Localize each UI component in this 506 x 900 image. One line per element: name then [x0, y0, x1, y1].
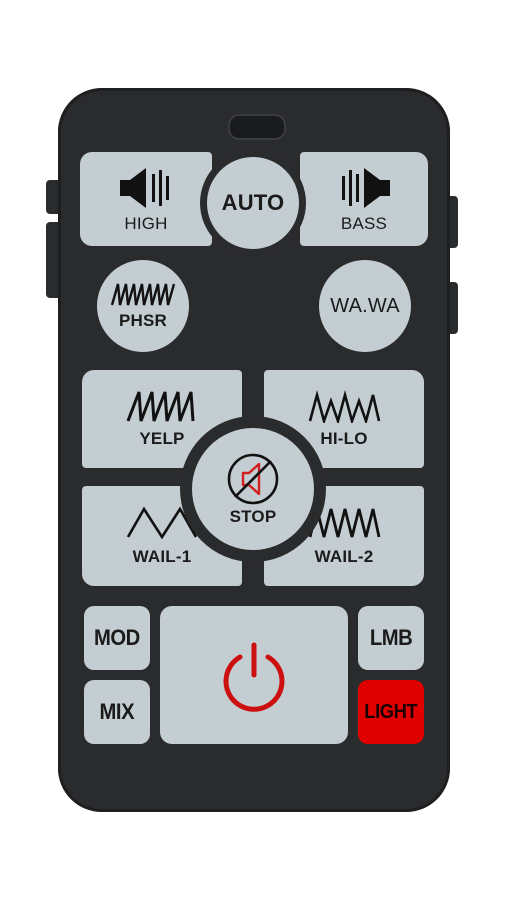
- stop-button[interactable]: STOP: [192, 428, 314, 550]
- lmb-label: LMB: [369, 625, 413, 650]
- high-button[interactable]: HIGH: [80, 152, 212, 246]
- yelp-wave-icon: [125, 389, 199, 423]
- speaker-bass-icon: [332, 164, 396, 212]
- wawa-label: WA.WA: [330, 294, 400, 317]
- wail2-label: WAIL-2: [314, 547, 374, 566]
- hilo-label: HI-LO: [320, 429, 368, 448]
- speaker-grille: [228, 114, 286, 140]
- light-button[interactable]: LIGHT: [358, 680, 424, 744]
- yelp-label: YELP: [139, 429, 185, 448]
- mod-button[interactable]: MOD: [84, 606, 150, 670]
- hilo-button[interactable]: HI-LO: [264, 370, 424, 468]
- mod-label: MOD: [94, 625, 140, 650]
- stop-label: STOP: [229, 507, 277, 526]
- power-icon: [214, 635, 294, 715]
- mix-button[interactable]: MIX: [84, 680, 150, 744]
- phaser-button[interactable]: PHSR: [97, 260, 189, 352]
- bass-button[interactable]: BASS: [300, 152, 428, 246]
- mute-speaker-icon: [221, 451, 285, 507]
- auto-button[interactable]: AUTO: [207, 157, 299, 249]
- auto-label: AUTO: [221, 190, 285, 215]
- wawa-button[interactable]: WA.WA: [319, 260, 411, 352]
- high-label: HIGH: [124, 214, 168, 233]
- light-label: LIGHT: [364, 700, 418, 723]
- wail2-wave-icon: [307, 505, 381, 539]
- phaser-wave-icon: [110, 281, 176, 307]
- hilo-wave-icon: [307, 389, 381, 423]
- lmb-button[interactable]: LMB: [358, 606, 424, 670]
- wail1-label: WAIL-1: [132, 547, 192, 566]
- bass-label: BASS: [340, 214, 388, 233]
- phaser-label: PHSR: [118, 311, 168, 330]
- speaker-high-icon: [114, 164, 178, 212]
- mix-label: MIX: [99, 699, 135, 724]
- power-button[interactable]: [160, 606, 348, 744]
